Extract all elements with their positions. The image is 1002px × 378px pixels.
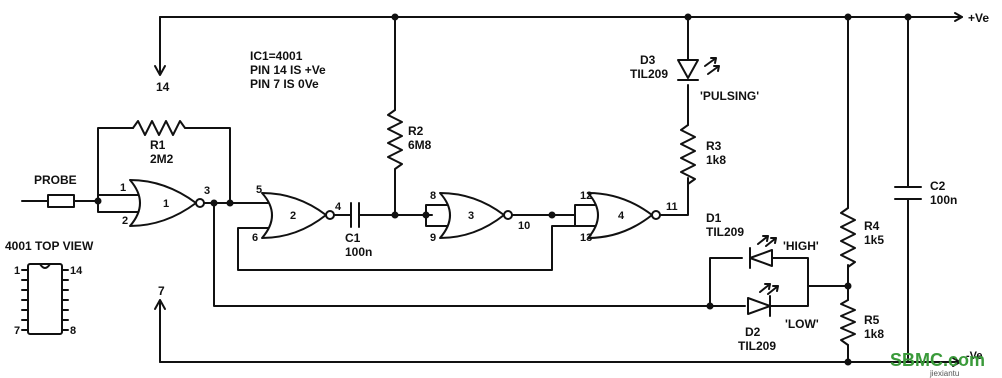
pin14-arrow [154, 16, 166, 76]
g4-pin13: 13 [580, 232, 592, 244]
d3-light-arrows [704, 57, 720, 75]
g4-pin11: 11 [666, 201, 678, 213]
c2-name: C2 [930, 179, 946, 193]
d3-name: D3 [640, 53, 656, 67]
g4-number: 4 [618, 210, 625, 222]
pkg-pin8: 8 [70, 325, 76, 337]
r3-name: R3 [706, 139, 722, 153]
r5-resistor [840, 299, 856, 346]
g1-input-wires [97, 194, 139, 213]
nor-gate-3-bubble [503, 210, 513, 220]
r4-value: 1k5 [864, 233, 884, 247]
pin-7-label: 7 [158, 284, 165, 298]
r2-resistor [387, 109, 403, 171]
g3-pin9: 9 [430, 232, 436, 244]
ic-pins-left [21, 269, 29, 331]
g4-input-wires [574, 204, 596, 227]
g3-number: 3 [468, 210, 474, 222]
g4-pin12: 12 [580, 190, 592, 202]
d1-led [749, 249, 773, 267]
ic-note-2: PIN 14 IS +Ve [250, 63, 326, 77]
r1-value: 2M2 [150, 152, 174, 166]
c2-capacitor [894, 186, 922, 200]
r5-value: 1k8 [864, 327, 884, 341]
pkg-pin14: 14 [70, 265, 83, 277]
d2-wire [769, 285, 809, 307]
probe-label: PROBE [34, 173, 77, 187]
r4-resistor [840, 207, 856, 269]
r2-value: 6M8 [408, 138, 432, 152]
g4-output-wire [659, 177, 689, 216]
r1-wire [97, 127, 231, 202]
c1-capacitor [350, 202, 360, 228]
g3-pin8: 8 [430, 190, 436, 202]
g2-in2-wire [237, 225, 576, 271]
d3-label: 'PULSING' [700, 89, 759, 103]
nor-gate-4 [587, 192, 653, 239]
pin-14-label: 14 [156, 80, 170, 94]
r3-value: 1k8 [706, 153, 726, 167]
ic-notch [39, 263, 51, 269]
junction [706, 302, 714, 310]
r4-name: R4 [864, 219, 880, 233]
d2-label: 'LOW' [785, 317, 819, 331]
top-view-label: 4001 TOP VIEW [5, 239, 94, 253]
rail-arrow [954, 12, 963, 22]
positive-rail-label: +Ve [968, 11, 989, 25]
g2-pin4: 4 [335, 201, 342, 213]
watermark-logo: SBMC.com [890, 350, 985, 370]
negative-rail-label: -Ve [966, 350, 983, 362]
ic-pins-right [61, 269, 69, 331]
g2-pin5: 5 [256, 184, 262, 196]
r3-resistor [680, 124, 696, 189]
junction [226, 199, 234, 207]
g1-pin2: 2 [122, 215, 128, 227]
d2-led [747, 297, 771, 315]
nor-gate-1 [129, 179, 197, 227]
d1-wire [771, 257, 849, 287]
d1-label: 'HIGH' [783, 239, 819, 253]
r1-resistor [132, 120, 190, 136]
ic-note-3: PIN 7 IS 0Ve [250, 77, 319, 91]
probe-resistor [47, 194, 75, 208]
rail-arrow [952, 357, 961, 367]
junction [422, 211, 430, 219]
watermark-sub: jiexiantu [929, 369, 959, 378]
nor-gate-1-bubble [195, 198, 205, 208]
g3-pin10: 10 [518, 220, 530, 232]
pkg-pin1: 1 [14, 265, 20, 277]
nor-gate-2-bubble [325, 210, 335, 220]
nor-gate-4-bubble [651, 210, 661, 220]
r2-name: R2 [408, 124, 424, 138]
ic-note-1: IC1=4001 [250, 49, 303, 63]
pkg-pin7: 7 [14, 325, 20, 337]
g1-number: 1 [163, 198, 169, 210]
g2-pin6: 6 [252, 232, 258, 244]
r1-name: R1 [150, 138, 166, 152]
d3-led [677, 59, 699, 79]
c1-value: 100n [345, 245, 372, 259]
d1-name: D1 [706, 211, 722, 225]
nor-gate-2 [261, 192, 327, 239]
d2-light-arrows [759, 283, 779, 295]
c1-name: C1 [345, 231, 361, 245]
g2-number: 2 [290, 210, 296, 222]
c2-value: 100n [930, 193, 957, 207]
d3-type: TIL209 [630, 67, 668, 81]
g1-pin1: 1 [120, 182, 126, 194]
r5-name: R5 [864, 313, 880, 327]
d2-type: TIL209 [738, 339, 776, 353]
d1-type: TIL209 [706, 225, 744, 239]
g1-pin3: 3 [204, 185, 210, 197]
ic-package [27, 263, 63, 335]
d1-light-arrows [757, 235, 777, 247]
pin7-arrow [154, 299, 166, 363]
nor-gate-3 [439, 192, 505, 239]
d2-name: D2 [745, 325, 761, 339]
